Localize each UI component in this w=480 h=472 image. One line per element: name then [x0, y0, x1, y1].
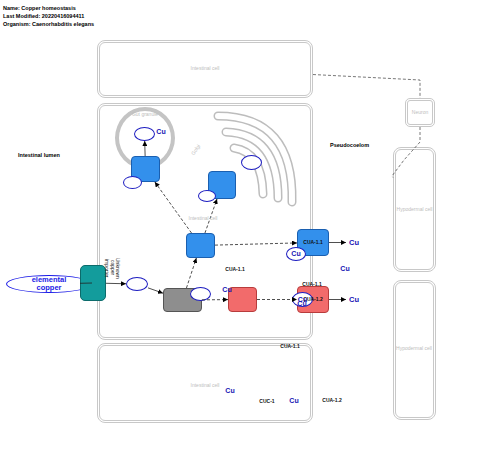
node-text: Intestinal cell [191, 66, 220, 71]
metabolite-ellipse: Cu [126, 277, 148, 291]
node-text: Hypodermal cell [396, 346, 432, 351]
metabolite-label: Cu [346, 237, 362, 248]
connector [202, 299, 228, 300]
header-text: Organism: Caenorhabditis elegans [3, 21, 94, 27]
connector [392, 127, 420, 177]
node-text: Cu [222, 286, 231, 293]
metabolite-ellipse: Cu [134, 127, 155, 141]
cell-compartment: Intestinal cell [97, 343, 313, 423]
node-text: CUC-1 [259, 399, 274, 404]
gene-product-box: CUA-1.2 [228, 287, 257, 312]
connector [148, 288, 163, 293]
golgi-band [234, 148, 263, 194]
connector [257, 299, 297, 300]
node-text: Hypodermal cell [397, 207, 433, 212]
node-text: Golgi [190, 144, 201, 157]
node-text: CUA-1.2 [322, 398, 341, 403]
connector [313, 75, 420, 98]
node-text: Cu [349, 296, 359, 304]
node-text: Cu [291, 250, 300, 257]
cell-compartment: Hypodermal cell [393, 147, 436, 272]
cell-compartment: Intestinal cell [97, 40, 313, 98]
node-text: elemental copper [28, 276, 70, 292]
cell-compartment: Hypodermal cell [393, 280, 436, 420]
cell-compartment: Intestinal cellGut granuleCuCUA-1.1CuGol… [97, 103, 313, 340]
connector [329, 242, 346, 243]
node-text: Cu [340, 265, 349, 272]
node-text: Cu [225, 387, 234, 394]
gene-product-box: CUA-1.1 [186, 233, 215, 258]
connector [205, 199, 217, 233]
connector [329, 299, 346, 300]
cell-compartment: Neuron [405, 98, 435, 127]
header-text: Last Modified: 20220416094411 [3, 13, 84, 19]
connector [106, 283, 126, 284]
node-text: Gut granule [132, 112, 158, 117]
metabolite-label: Cu [346, 294, 362, 305]
metabolite-ellipse: Cu [198, 190, 216, 202]
node-text: CUA-1.1 [303, 240, 322, 245]
header-text: Name: Copper homeostasis [3, 5, 76, 11]
node-text: Cu [298, 296, 307, 303]
connector [144, 141, 145, 156]
node-text: Cu [349, 239, 359, 247]
region-label: Pseudocoelom [330, 142, 369, 148]
node-text: CUA-1.1 [280, 344, 299, 349]
node-text: Unknown copper importer [104, 252, 120, 284]
node-text: Cu [156, 128, 165, 135]
metabolite-ellipse: Cu [286, 247, 306, 261]
connector [186, 258, 196, 288]
node-text: Neuron [412, 110, 428, 115]
transporter-box: Unknown copper importer [80, 265, 106, 301]
connector [80, 283, 92, 284]
node-text: Cu [289, 397, 298, 404]
metabolite-ellipse: Cu [190, 287, 211, 301]
golgi-band [234, 148, 263, 194]
node-text: Intestinal cell [191, 383, 220, 388]
connector [155, 182, 192, 233]
metabolite-ellipse: Cu [241, 155, 262, 170]
node-text: CUA-1.1 [302, 282, 321, 287]
connector [215, 243, 297, 245]
node-text: CUA-1.1 [225, 267, 244, 272]
region-label: Intestinal lumen [18, 152, 60, 158]
node-text: Intestinal cell [189, 216, 218, 221]
metabolite-ellipse: Cu [123, 176, 142, 189]
